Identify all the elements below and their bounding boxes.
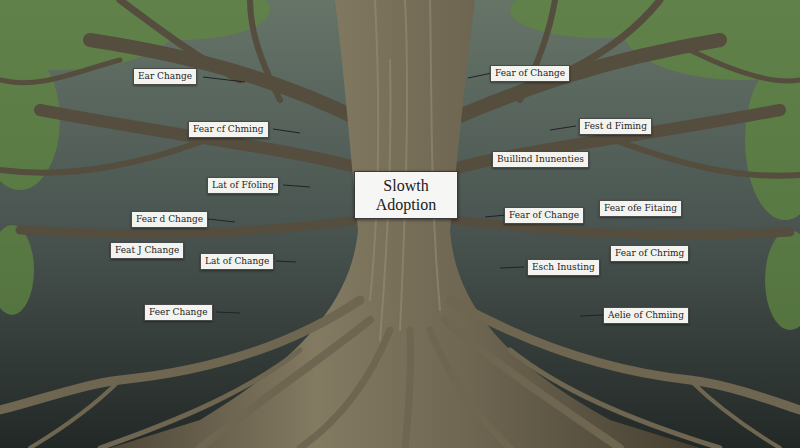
label-box: Feat J Change [110,242,184,259]
branch-label: Fear of Change [495,68,565,78]
label-box: Fear of Chrimg [610,245,689,262]
branch-label: Buillind Inunenties [497,154,584,164]
label-box: Fear of Change [504,207,584,224]
label-box: Fest d Fiming [579,118,652,135]
label-box: Ear Change [133,68,197,85]
label-box: Aelie of Chmiing [603,307,689,324]
label-box: Fear cf Chming [188,121,269,138]
label-box: Lat of Ffoling [207,177,279,194]
label-box: Fear of Change [490,65,570,82]
branch-label: Fear ofe Fitaing [604,203,677,213]
branch-label: Ear Change [138,71,192,81]
branch-label: Lat of Ffoling [212,180,274,190]
branch-label: Esch Inusting [532,262,595,272]
branch-label: Lat of Change [205,256,269,266]
label-box: Feer Change [144,304,213,321]
branch-label: Fear of Chrimg [615,248,684,258]
central-title: Slowth Adoption [376,177,436,213]
leader-line [203,73,603,316]
label-box: Esch Inusting [527,259,600,276]
label-box: Buillind Inunenties [492,151,589,168]
branch-label: Fest d Fiming [584,121,647,131]
branch-label: Fear cf Chming [193,124,264,134]
branch-label: Fear of Change [509,210,579,220]
label-box: Lat of Change [200,253,274,270]
label-box: Fear ofe Fitaing [599,200,682,217]
label-box: Fear d Change [131,211,208,228]
branch-label: Fear d Change [136,214,203,224]
central-box: Slowth Adoption [354,171,458,219]
branch-label: Feer Change [149,307,208,317]
branch-label: Aelie of Chmiing [608,310,684,320]
branch-label: Feat J Change [115,245,179,255]
